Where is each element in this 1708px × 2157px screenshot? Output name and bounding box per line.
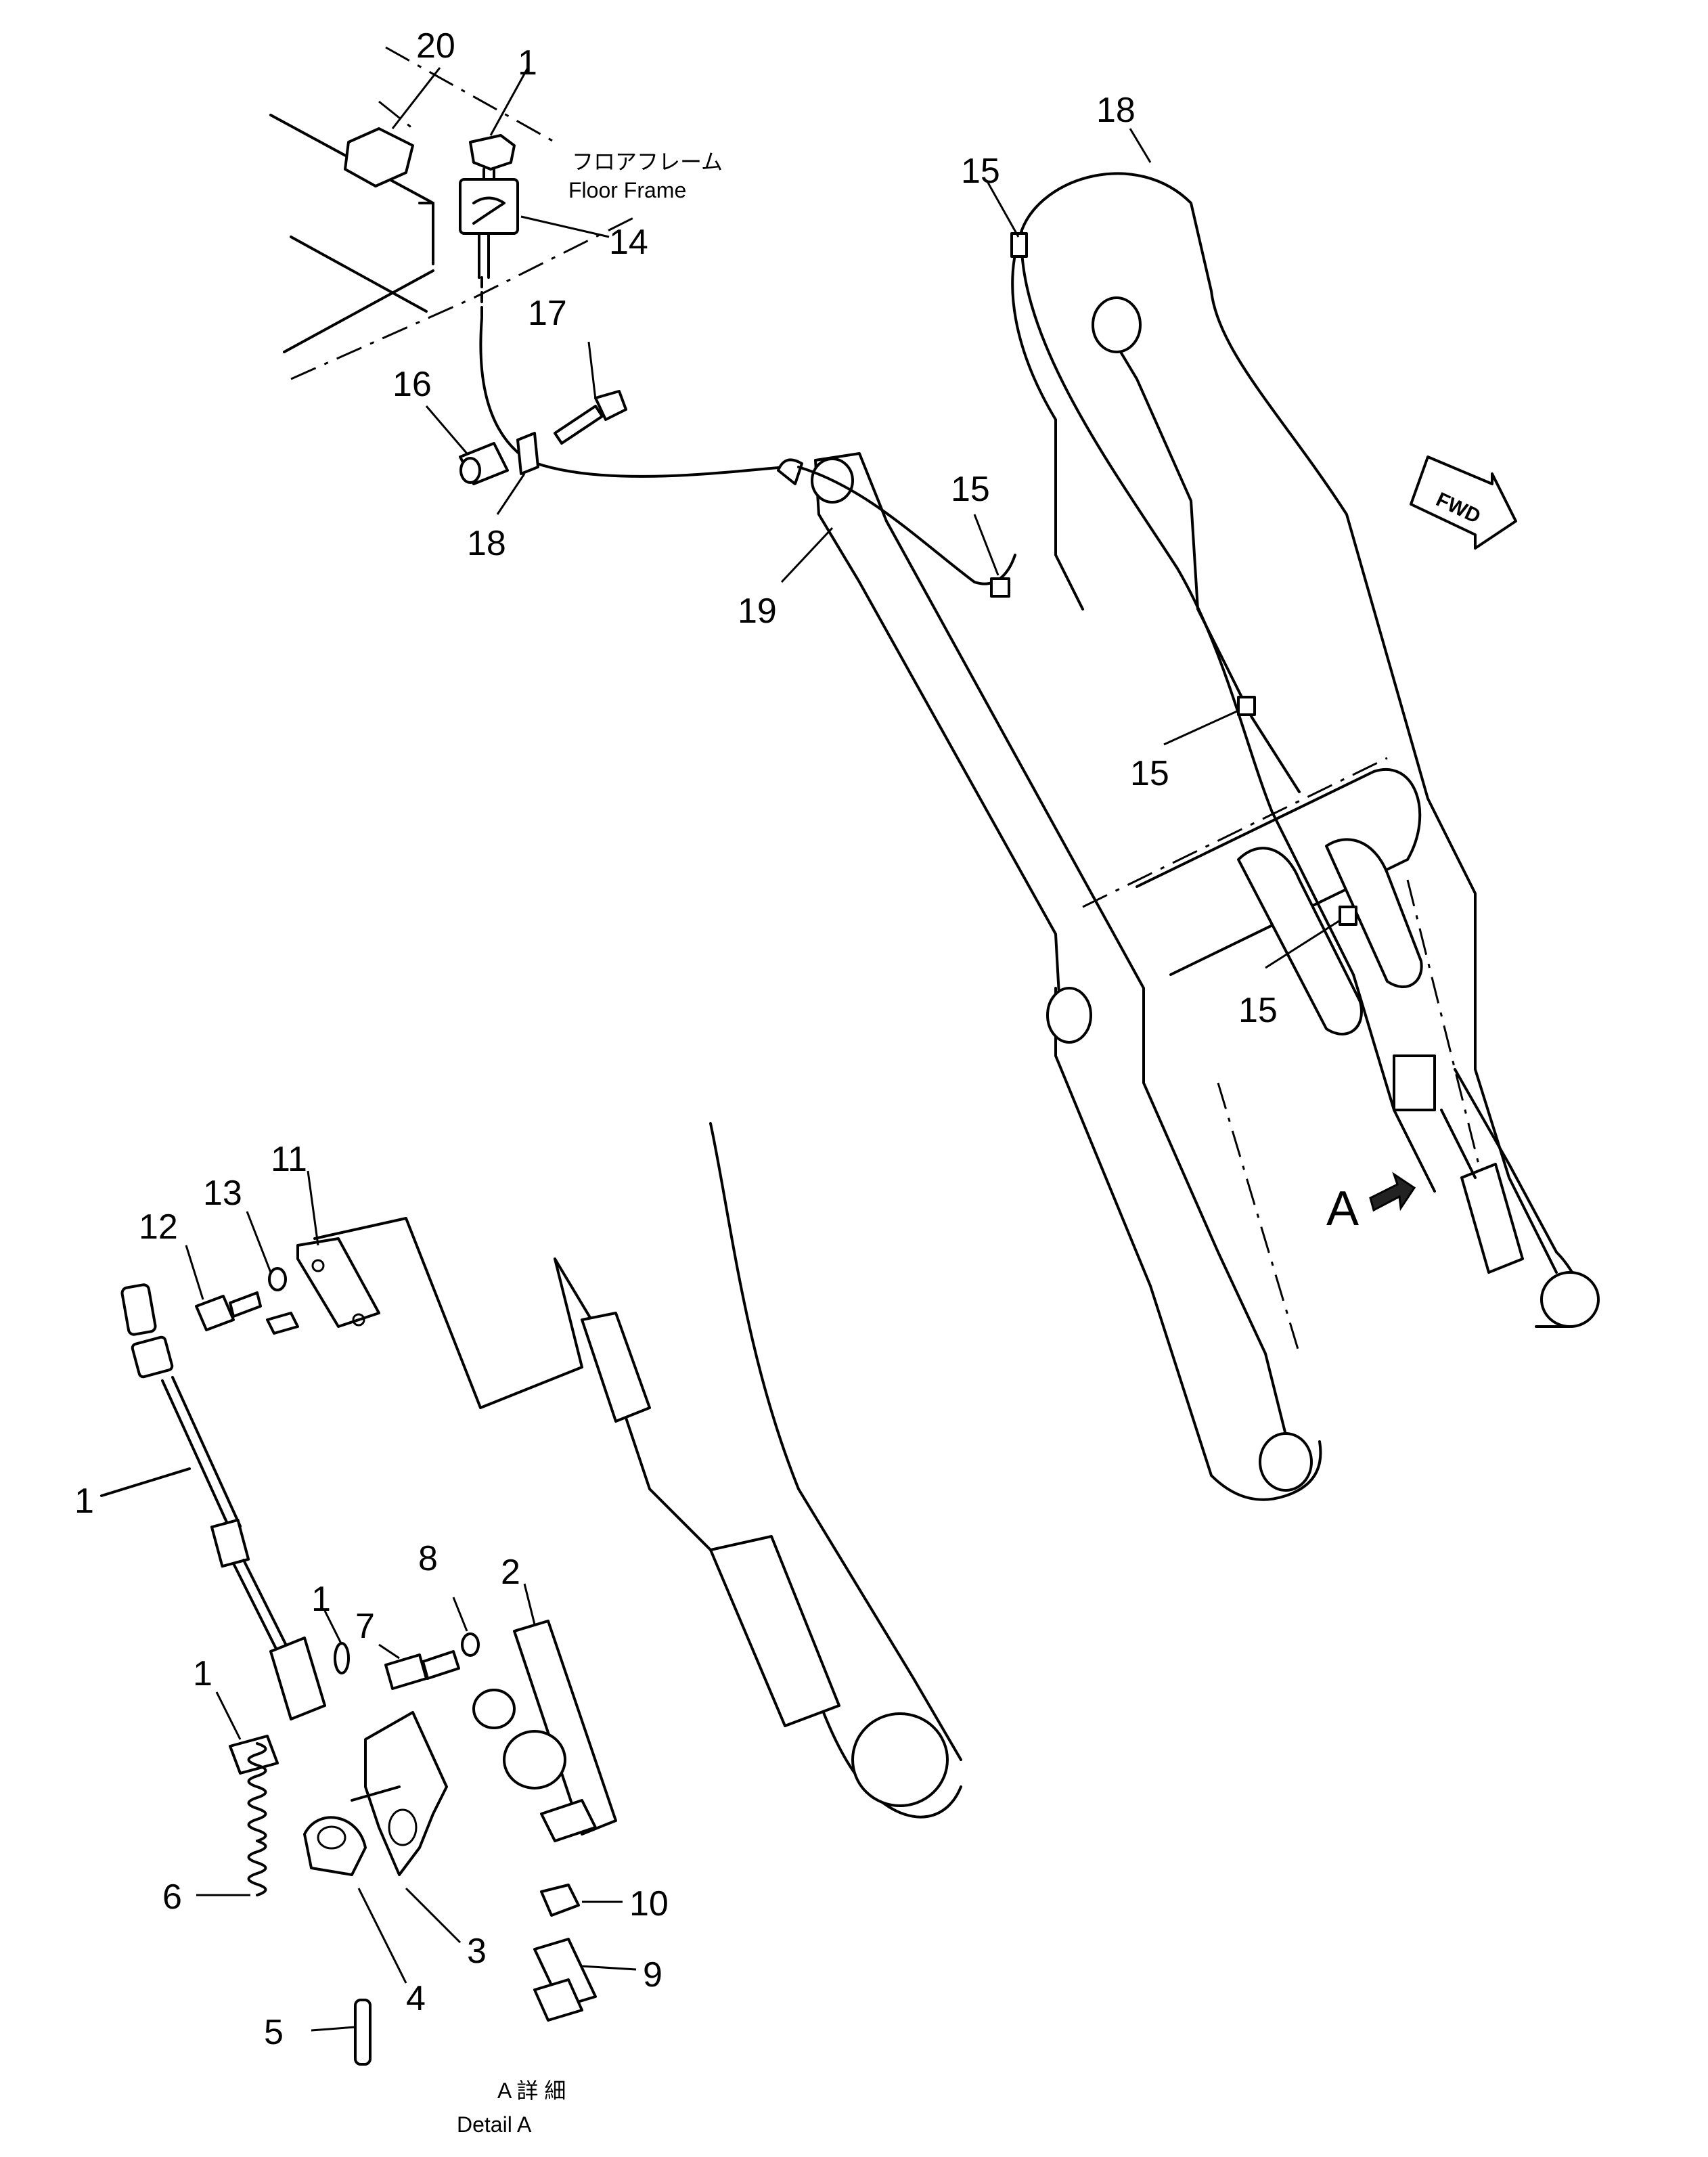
floor-frame-en: Floor Frame bbox=[568, 178, 686, 202]
part-8-washer bbox=[461, 1632, 480, 1657]
part-7-bolt bbox=[384, 1650, 460, 1690]
callout-18-top: 18 bbox=[1096, 91, 1136, 130]
part-1-cable bbox=[100, 1283, 326, 1720]
floor-frame bbox=[269, 46, 637, 380]
callout-15-right: 15 bbox=[1130, 754, 1169, 793]
callout-1-cable: 1 bbox=[74, 1482, 94, 1521]
text-labels: フロアフレーム Floor Frame A 詳 細 Detail A bbox=[457, 150, 723, 2137]
callout-15-low: 15 bbox=[1238, 991, 1278, 1030]
top-switch-assembly bbox=[459, 134, 803, 485]
fwd-arrow: FWD bbox=[1410, 455, 1517, 550]
callout-16: 16 bbox=[392, 365, 432, 404]
leader-lines bbox=[185, 67, 1341, 2032]
callout-20: 20 bbox=[416, 26, 455, 66]
part-6-spring bbox=[247, 1742, 267, 1896]
callout-9: 9 bbox=[643, 1955, 662, 1995]
callout-14: 14 bbox=[609, 223, 648, 262]
callout-4: 4 bbox=[406, 1979, 426, 2018]
part-15-clamp-d bbox=[1339, 906, 1357, 926]
part-18-clamp bbox=[516, 432, 539, 475]
part-15-clamp-a bbox=[1010, 232, 1028, 258]
callout-15-mid: 15 bbox=[951, 470, 990, 509]
callout-1-pin: 1 bbox=[193, 1654, 212, 1693]
callout-numbers: 20 1 14 17 16 18 19 15 15 15 15 18 11 13… bbox=[74, 26, 1278, 2052]
part-12-bolt bbox=[195, 1291, 262, 1331]
callout-19: 19 bbox=[738, 592, 777, 631]
callout-6: 6 bbox=[162, 1877, 182, 1917]
callout-7: 7 bbox=[355, 1607, 375, 1646]
callout-12: 12 bbox=[139, 1207, 178, 1247]
callout-17: 17 bbox=[528, 294, 567, 333]
left-pivot-bottom bbox=[1259, 1432, 1313, 1492]
callout-10: 10 bbox=[629, 1884, 669, 1923]
right-pivot-bottom bbox=[1540, 1271, 1600, 1328]
part-13-washer bbox=[268, 1267, 287, 1291]
callout-5: 5 bbox=[264, 2013, 284, 2052]
part-15-clamp-b bbox=[990, 577, 1010, 598]
callout-15-upper: 15 bbox=[961, 152, 1000, 191]
detail-pivot bbox=[851, 1712, 949, 1807]
callout-1-small: 1 bbox=[311, 1580, 331, 1619]
left-pivot-mid bbox=[1046, 987, 1092, 1044]
part-10-nut bbox=[540, 1884, 580, 1917]
part-1-pin bbox=[334, 1642, 350, 1674]
callout-1-top: 1 bbox=[518, 43, 537, 83]
part-20-plate bbox=[344, 127, 414, 187]
view-a-marker: A bbox=[1326, 1172, 1416, 1236]
callout-11: 11 bbox=[271, 1140, 307, 1179]
svg-text:A: A bbox=[1326, 1182, 1359, 1236]
part-2-plate bbox=[513, 1620, 617, 1836]
part-3-lever bbox=[364, 1711, 448, 1876]
loader-arm bbox=[797, 172, 1600, 1501]
callout-13: 13 bbox=[203, 1174, 242, 1213]
part-11-bracket bbox=[296, 1237, 380, 1328]
detail-a bbox=[100, 1122, 962, 2066]
callout-2: 2 bbox=[501, 1553, 520, 1592]
part-9-bolt bbox=[533, 1938, 597, 2022]
part-1-knob bbox=[469, 134, 516, 171]
detail-label-jp: A 詳 細 bbox=[497, 2078, 566, 2103]
right-pivot-top bbox=[1092, 296, 1142, 353]
part-15-clamp-c bbox=[1237, 696, 1256, 716]
part-16-spacer bbox=[459, 442, 509, 485]
part-5-pin bbox=[354, 1999, 372, 2066]
clip-19 bbox=[777, 458, 803, 485]
callout-3: 3 bbox=[467, 1932, 487, 1971]
detail-label-en: Detail A bbox=[457, 2112, 532, 2137]
switch-lower bbox=[1460, 1163, 1524, 1274]
callout-8: 8 bbox=[418, 1539, 438, 1578]
callout-18-left: 18 bbox=[467, 524, 506, 563]
part-17-bolt bbox=[554, 390, 627, 445]
switch-upper bbox=[1393, 1054, 1436, 1111]
part-14-bracket bbox=[459, 178, 519, 235]
floor-frame-jp: フロアフレーム bbox=[572, 150, 723, 174]
